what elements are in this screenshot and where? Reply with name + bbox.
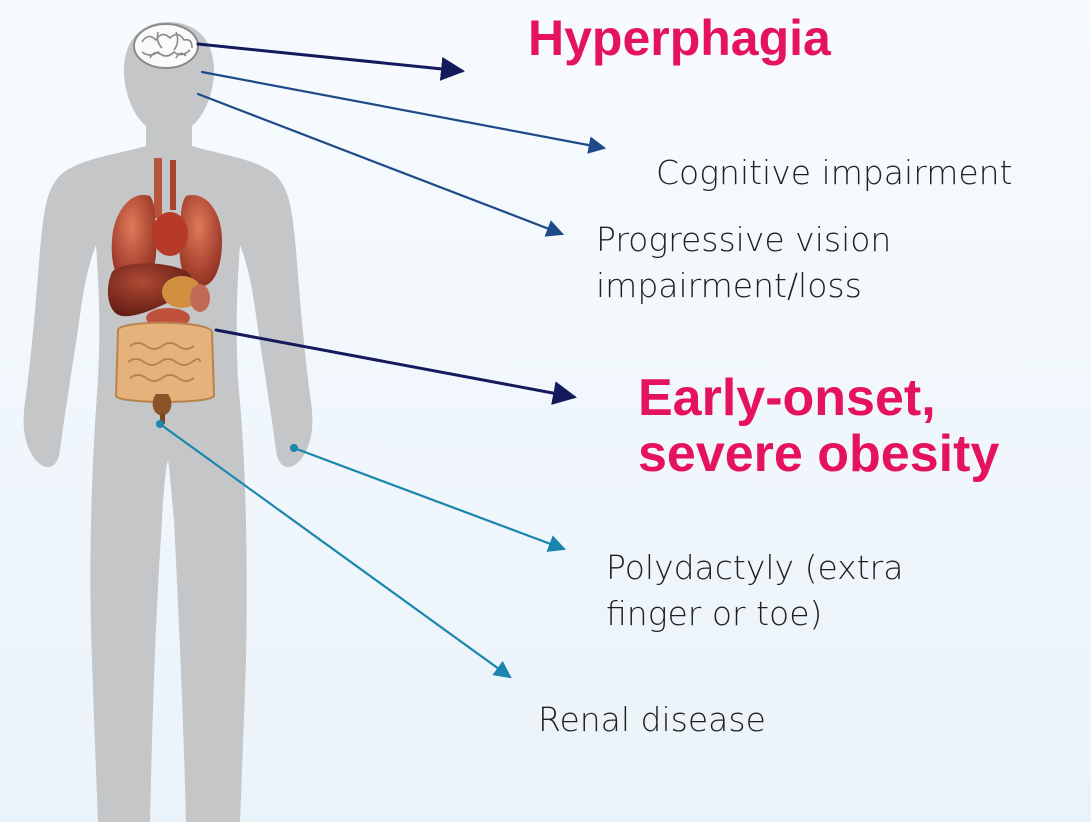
human-silhouette <box>24 22 313 822</box>
label-early-onset-obesity: Early-onset, severe obesity <box>638 370 999 482</box>
kidney-anchor-dot <box>156 420 164 428</box>
label-vision-line-2: impairment/loss <box>596 263 891 309</box>
arrow-to-polydactyly <box>294 448 564 549</box>
label-obesity-line-1: Early-onset, <box>638 370 999 426</box>
arrow-to-cognitive <box>202 72 604 148</box>
label-polydactyly: Polydactyly (extra finger or toe) <box>606 545 903 637</box>
label-vision-impairment: Progressive vision impairment/loss <box>596 217 891 309</box>
label-hyperphagia: Hyperphagia <box>528 10 831 67</box>
label-renal-disease: Renal disease <box>538 697 766 743</box>
hand-anchor-dot <box>290 444 298 452</box>
label-vision-line-1: Progressive vision <box>596 217 891 263</box>
brain-icon <box>134 24 198 68</box>
label-polydactyly-line-1: Polydactyly (extra <box>606 545 903 591</box>
label-obesity-line-2: severe obesity <box>638 426 999 482</box>
label-polydactyly-line-2: finger or toe) <box>606 591 903 637</box>
arrow-to-hyperphagia <box>198 44 462 71</box>
label-cognitive-impairment: Cognitive impairment <box>656 150 1013 196</box>
